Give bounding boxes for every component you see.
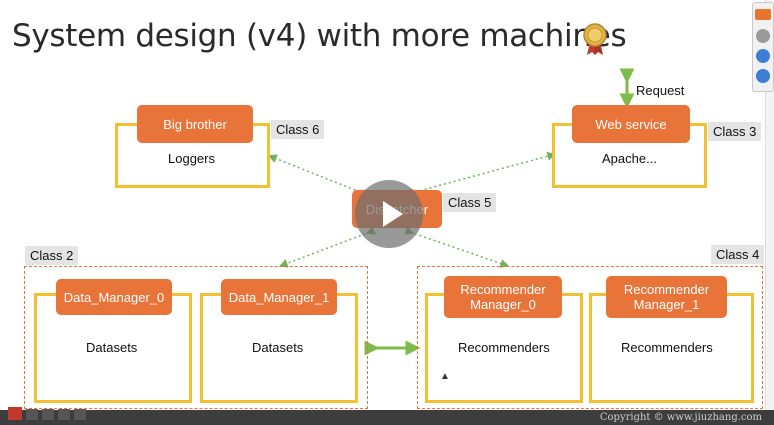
record-icon[interactable] [756, 69, 770, 83]
recommender-0-label: Recommender Manager_0 [444, 276, 562, 318]
data-manager-1-label: Data_Manager_1 [221, 279, 337, 315]
menu-icon[interactable] [755, 9, 771, 20]
link-dispatcher-webservice [409, 151, 557, 198]
side-toolbar [752, 2, 774, 92]
data-manager-0-label: Data_Manager_0 [56, 279, 172, 315]
link-dispatcher-class4 [404, 226, 510, 268]
play-icon [383, 201, 403, 227]
bottom-bar [0, 410, 774, 425]
big-brother-sub: Loggers [168, 151, 215, 166]
data-manager-0-sub: Datasets [86, 340, 138, 355]
slide-title: System design (v4) with more machines [12, 18, 627, 54]
request-label: Request [636, 83, 685, 98]
medal-icon [583, 23, 607, 55]
right-edge [765, 0, 774, 418]
class5-label: Class 5 [443, 193, 497, 212]
copyright-text: Copyright © www.jiuzhang.com [599, 412, 762, 423]
data-manager-1-sub: Datasets [252, 340, 304, 355]
class6-label: Class 6 [271, 120, 325, 139]
download-icon[interactable] [756, 29, 770, 43]
recommender-1-label: Recommender Manager_1 [606, 276, 727, 318]
link-dispatcher-bigbrother [267, 154, 366, 198]
mouse-cursor: ▲ [440, 371, 450, 382]
recommender-0-sub: Recommenders [458, 340, 550, 355]
link-dispatcher-class2 [278, 226, 376, 268]
refresh-icon[interactable] [756, 49, 770, 63]
class4-group [417, 266, 763, 409]
web-service-sub: Apache... [602, 151, 657, 166]
watermark-logo [8, 407, 86, 420]
class2-group [24, 266, 368, 409]
class2-label: Class 2 [25, 246, 79, 265]
web-service-label: Web service [572, 105, 690, 143]
recommender-1-sub: Recommenders [621, 340, 713, 355]
class3-label: Class 3 [708, 122, 762, 141]
big-brother-label: Big brother [137, 105, 253, 143]
class4-label: Class 4 [711, 245, 765, 264]
